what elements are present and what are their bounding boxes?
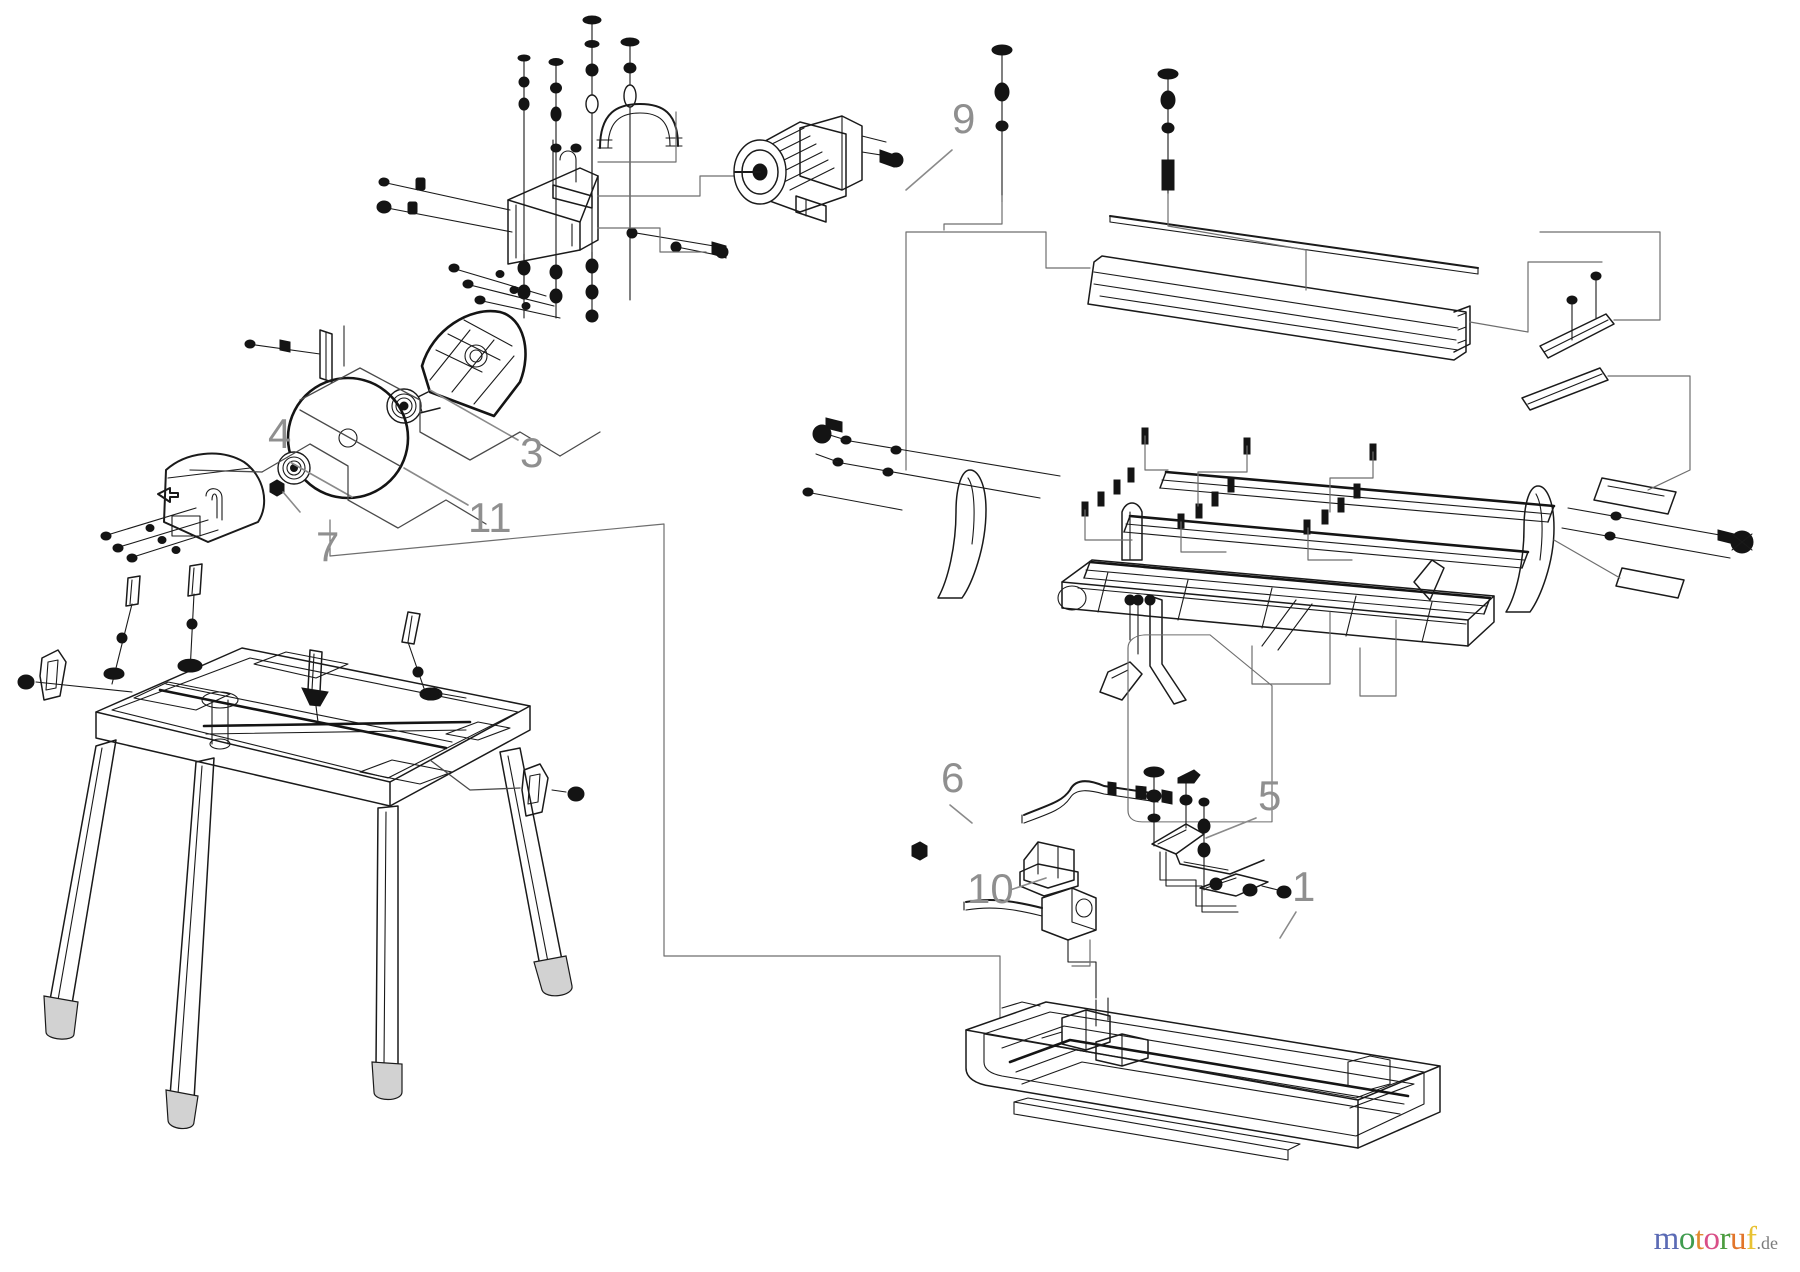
brand-suffix: .de (1756, 1233, 1779, 1253)
callout-1: 1 (1292, 863, 1316, 910)
carriage-bracket-assembly (376, 15, 743, 323)
bracket-pins-right (626, 227, 729, 259)
stand-frame-assembly (17, 563, 585, 1130)
carry-handle (596, 103, 683, 149)
blade-shaft-nut (269, 479, 301, 513)
blade-group-guides (189, 325, 601, 529)
brand-letter-u: u (1730, 1221, 1747, 1257)
blade-housing-cover (100, 329, 333, 563)
callout-3: 3 (520, 429, 544, 476)
callout-5-leader (1205, 817, 1257, 839)
callout-9-leader (905, 149, 953, 191)
callout-7: 7 (316, 523, 340, 570)
deck-screws (1081, 427, 1377, 561)
motor-assembly (733, 115, 953, 223)
brand-letter-o2: o (1703, 1221, 1721, 1257)
brand-letter-f: f (1746, 1221, 1757, 1257)
callout-7-leader (282, 491, 301, 513)
rail-fence-assembly (905, 44, 1603, 471)
stand-to-tray-guide (329, 519, 1001, 1019)
brand-letter-r: r (1719, 1221, 1731, 1257)
stand-legs (43, 739, 573, 1130)
deck-lower-brackets (1099, 594, 1397, 705)
brand-watermark: motoruf.de (1654, 1223, 1778, 1256)
stand-bolts (103, 563, 443, 701)
brand-letter-t: t (1694, 1221, 1704, 1257)
callout-1-leader (1279, 911, 1297, 939)
water-tray (965, 911, 1441, 1161)
callout-10-leader (1009, 877, 1047, 891)
stand-clip-left (17, 649, 133, 701)
stand-clip-right (429, 759, 585, 817)
inner-flange-washer (277, 451, 353, 498)
bracket-pins-left (376, 177, 513, 233)
water-pump (963, 841, 1097, 999)
callout-3-leader (429, 389, 519, 441)
callout-11-leader (403, 467, 469, 506)
blade-guard (386, 309, 527, 441)
rail-bolts (991, 44, 1179, 203)
callout-10: 10 (967, 865, 1014, 912)
cutting-table-deck (1057, 427, 1556, 705)
callout-6: 6 (941, 754, 965, 801)
brand-letter-o1: o (1678, 1221, 1696, 1257)
pump-bracket-kit (1127, 634, 1292, 913)
callout-4-leader (289, 461, 353, 498)
callout-6-leader (949, 804, 973, 824)
motor-mount-bracket (507, 139, 599, 265)
water-hose (911, 780, 1173, 861)
callout-4: 4 (268, 410, 292, 457)
callout-5: 5 (1258, 772, 1282, 819)
callout-9: 9 (952, 95, 976, 142)
brand-letter-m: m (1653, 1221, 1680, 1257)
slide-bars (802, 231, 1754, 613)
spindle-bearing (386, 388, 422, 424)
callout-11: 11 (468, 494, 512, 541)
